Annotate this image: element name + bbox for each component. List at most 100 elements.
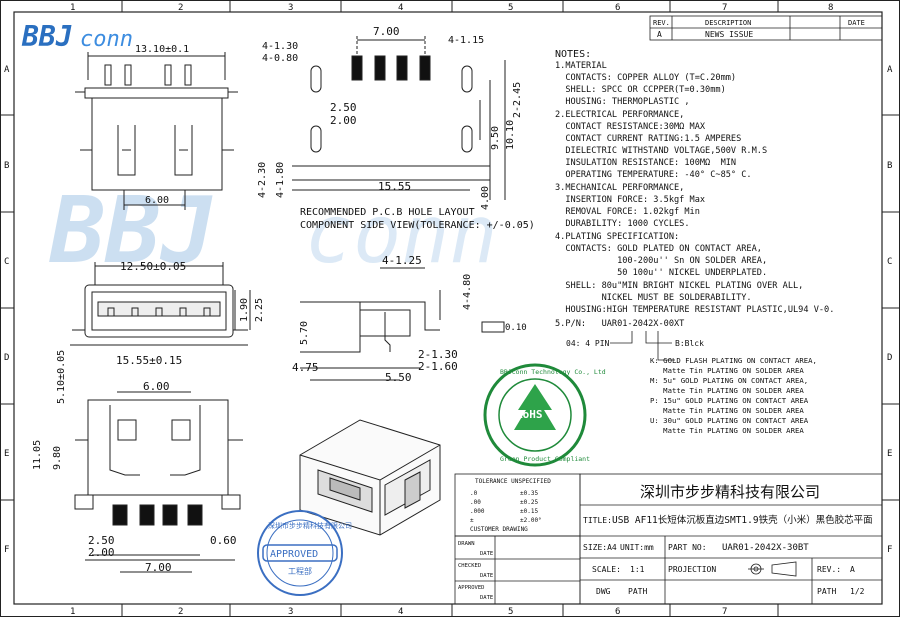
col-label: 4	[398, 3, 403, 13]
part-no: UAR01-2042X-30BT	[722, 543, 809, 553]
note-line: INSULATION RESISTANCE: 100MΩ MIN	[555, 158, 736, 168]
row-label: E	[4, 449, 9, 459]
size-label: SIZE:A4	[583, 543, 617, 552]
tol-val: ±2.00°	[520, 517, 542, 524]
dim-pcb-245: 2-2.45	[512, 82, 523, 118]
note-line: CONTACTS: COPPER ALLOY (T=C.20mm)	[555, 73, 736, 83]
column-markers: 1 2 3 4 5 6 7 8 1 2 3 4 5 6 7	[70, 0, 833, 617]
row-label: A	[887, 65, 893, 75]
svg-text:conn: conn	[305, 188, 498, 281]
note-line: SHELL: 80u"MIN BRIGHT NICKEL PLATING OVE…	[555, 281, 803, 291]
sign-checked: CHECKED	[458, 563, 481, 569]
svg-text:BBJconn Technology Co., Ltd: BBJconn Technology Co., Ltd	[500, 368, 606, 376]
notes-lines: 1.MATERIAL CONTACTS: COPPER ALLOY (T=C.2…	[555, 61, 834, 329]
dim-bot-060: 0.60	[210, 534, 237, 547]
title-label: TITLE:	[583, 516, 612, 525]
note-line: DIELECTRIC WITHSTAND VOLTAGE,500V R.M.S	[555, 146, 767, 156]
note-line: INSERTION FORCE: 3.5kgf Max	[555, 195, 705, 205]
sign-approved: APPROVED	[458, 585, 485, 591]
dim-front-225: 2.25	[254, 298, 265, 322]
dim-front-1555: 15.55±0.15	[116, 354, 182, 367]
row-label: C	[887, 257, 892, 267]
projection-symbol	[748, 561, 797, 577]
dim-pcb-250: 2.50	[330, 101, 357, 114]
path-label: PATH	[817, 587, 836, 596]
dim-pcb-230: 4-2.30	[257, 162, 268, 198]
dim-pcb-1555: 15.55	[378, 180, 411, 193]
dim-pcb-080: 4-0.80	[262, 53, 298, 64]
note-line: HOUSING:HIGH TEMPERATURE RESISTANT PLAST…	[555, 305, 834, 315]
note-line: DURABILITY: 1000 CYCLES.	[555, 219, 690, 229]
note-line: CONTACT CURRENT RATING:1.5 AMPERES	[555, 134, 741, 144]
dim-side-475: 4.75	[292, 361, 319, 374]
sign-date: DATE	[480, 595, 493, 601]
notes-title: NOTES:	[555, 49, 591, 60]
dim-side-flatness: 0.10	[505, 323, 527, 333]
dim-bot-600: 6.00	[143, 380, 170, 393]
note-line: 5.P/N: UAR01-2042X-00XT	[555, 319, 684, 329]
row-label: D	[887, 353, 892, 363]
dim-pcb-130: 4-1.30	[262, 41, 298, 52]
row-label: B	[887, 161, 892, 171]
tol-val: ±0.35	[520, 490, 538, 497]
rev-label: REV.:	[817, 565, 841, 574]
col-label: 4	[398, 607, 403, 617]
rev-row-rev: A	[657, 30, 662, 39]
row-label: C	[4, 257, 9, 267]
pn-pin: 04: 4 PIN	[566, 339, 610, 348]
pcb-layout	[292, 36, 506, 200]
note-line: SHELL: SPCC OR CCPPER(T=0.30mm)	[555, 85, 726, 95]
col-label: 3	[288, 3, 293, 13]
rohs-seal: RoHS BBJconn Technology Co., Ltd Green P…	[483, 363, 606, 467]
plating-line: Matte Tin PLATING ON SOLDER AREA	[650, 406, 804, 415]
col-label: 5	[508, 607, 513, 617]
company-name: 深圳市步步精科技有限公司	[640, 483, 820, 501]
unit-label: UNIT:mm	[620, 543, 654, 552]
dwg-label: DWG	[596, 587, 611, 596]
tol-val: ±0.25	[520, 499, 538, 506]
sign-date: DATE	[480, 551, 493, 557]
top-view	[75, 52, 238, 210]
pn-color: B:Blck	[675, 339, 704, 348]
rev-head-desc: DESCRIPTION	[705, 19, 751, 27]
row-label: A	[4, 65, 10, 75]
scale-value: 1:1	[630, 565, 645, 574]
rev-head-date: DATE	[848, 19, 865, 27]
note-line: NICKEL MUST BE SOLDERABILITY.	[555, 293, 752, 303]
part-no-label: PART NO:	[668, 543, 707, 552]
col-label: 6	[615, 3, 620, 13]
plating-line: Matte Tin PLATING ON SOLDER AREA	[650, 386, 804, 395]
note-line: 1.MATERIAL	[555, 61, 607, 71]
plating-options: K: GOLD FLASH PLATING ON CONTACT AREA, M…	[650, 356, 817, 435]
plating-line: M: 5u" GOLD PLATING ON CONTACT AREA,	[650, 376, 808, 385]
dim-pcb-115: 4-1.15	[448, 35, 484, 46]
front-view	[70, 262, 251, 346]
plating-line: K: GOLD FLASH PLATING ON CONTACT AREA,	[650, 356, 817, 365]
scale-label: SCALE:	[592, 565, 621, 574]
note-line: CONTACTS: GOLD PLATED ON CONTACT AREA,	[555, 244, 762, 254]
dim-pcb-200: 2.00	[330, 114, 357, 127]
tol-key: .00	[470, 499, 481, 506]
dim-side-160: 2-1.60	[418, 360, 458, 373]
plating-line: U: 30u" GOLD PLATING ON CONTACT AREA	[650, 416, 809, 425]
row-label: B	[4, 161, 9, 171]
dim-front-1250: 12.50±0.05	[120, 260, 186, 273]
dim-pcb-400: 4.00	[480, 186, 491, 210]
col-label: 6	[615, 607, 620, 617]
col-label: 3	[288, 607, 293, 617]
sign-drawn: DRAWN	[458, 541, 475, 547]
bottom-view	[74, 391, 243, 573]
col-label: 7	[722, 3, 727, 13]
dim-side-130: 2-1.30	[418, 348, 458, 361]
row-label: F	[4, 545, 9, 555]
note-line: CONTACT RESISTANCE:30MΩ MAX	[555, 122, 706, 132]
dim-front-190: 1.90	[239, 298, 250, 322]
tol-key: .0	[470, 490, 478, 497]
brand-logo: BBJ conn	[21, 20, 133, 53]
tol-key: ±	[470, 517, 474, 524]
note-line: REMOVAL FORCE: 1.02kgf Min	[555, 207, 700, 217]
dim-top-pitch: 6.00	[145, 195, 169, 206]
dim-front-510: 5.10±0.05	[56, 350, 67, 404]
plating-line: Matte Tin PLATING ON SOLDER AREA	[650, 426, 804, 435]
pn-callouts	[610, 331, 675, 361]
